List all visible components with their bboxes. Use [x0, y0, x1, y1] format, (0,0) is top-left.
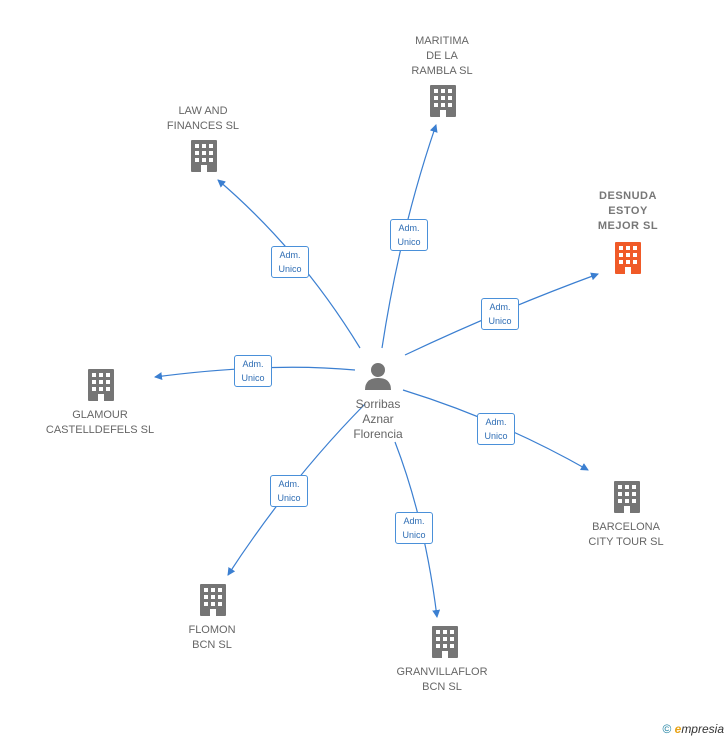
footer-brand: © empresia [662, 722, 724, 736]
edge-label-flomon: Adm. Unico [270, 475, 308, 507]
building-icon[interactable] [88, 369, 114, 401]
brand-logo-initial: e [674, 722, 682, 736]
building-icon[interactable] [200, 584, 226, 616]
edge-label-desnuda: Adm. Unico [481, 298, 519, 330]
edge-label-maritima: Adm. Unico [390, 219, 428, 251]
edge-label-granvillaflor: Adm. Unico [395, 512, 433, 544]
company-label-desnuda[interactable]: DESNUDA ESTOY MEJOR SL [597, 190, 659, 232]
company-label-flomon[interactable]: FLOMON BCN SL [188, 624, 236, 651]
company-label-maritima[interactable]: MARITIMA DE LA RAMBLA SL [411, 35, 473, 77]
building-icon[interactable] [615, 242, 641, 274]
brand-logo-text: mpresia [681, 722, 724, 736]
edge-label-barcelona: Adm. Unico [477, 413, 515, 445]
company-label-granvillaflor[interactable]: GRANVILLAFLOR BCN SL [396, 666, 488, 693]
building-icon[interactable] [191, 140, 217, 172]
building-icon[interactable] [430, 85, 456, 117]
edge-label-law: Adm. Unico [271, 246, 309, 278]
company-label-glamour[interactable]: GLAMOUR CASTELLDEFELS SL [45, 409, 155, 436]
company-label-law[interactable]: LAW AND FINANCES SL [166, 105, 240, 132]
edge-label-glamour: Adm. Unico [234, 355, 272, 387]
company-label-barcelona[interactable]: BARCELONA CITY TOUR SL [588, 521, 664, 548]
building-icon[interactable] [614, 481, 640, 513]
copyright-symbol: © [662, 722, 672, 736]
person-label[interactable]: Sorribas Aznar Florencia [353, 397, 403, 441]
building-icon[interactable] [432, 626, 458, 658]
person-icon[interactable] [365, 363, 391, 390]
